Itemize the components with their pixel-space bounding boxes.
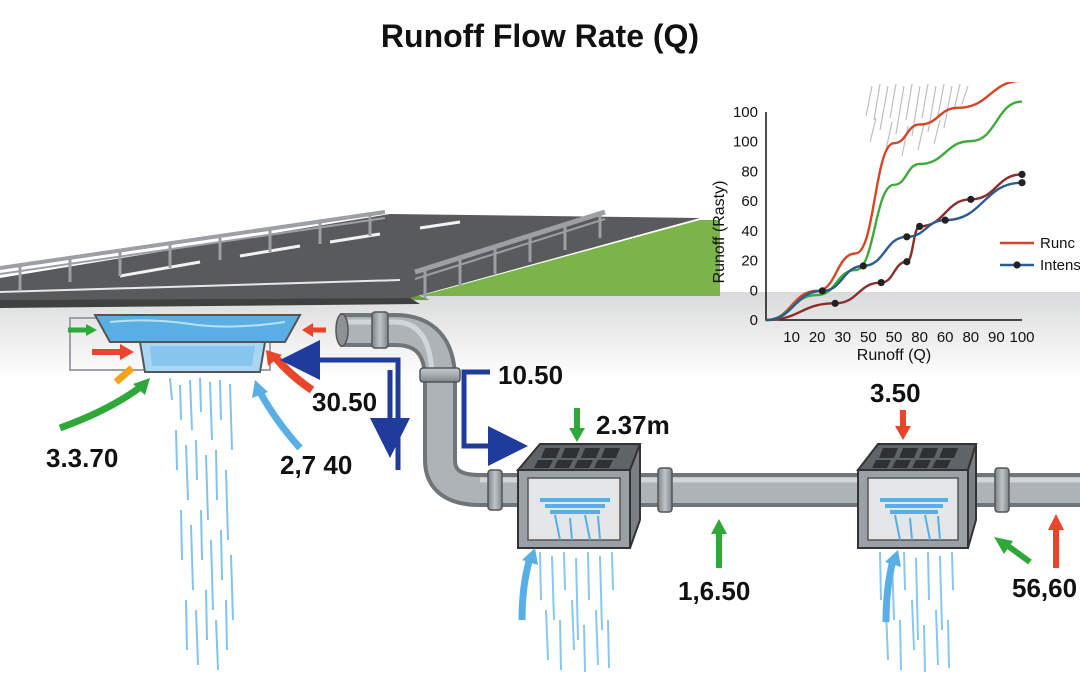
label-inlet-right-upper: 30.50 [312, 387, 378, 417]
chart-data-point [903, 258, 911, 266]
inlet-discharge-water [169, 377, 234, 671]
chart-y-tick-label: 60 [741, 193, 758, 210]
chart-data-point [916, 222, 924, 230]
roadside-inlet [69, 314, 302, 373]
chart-y-tick-label: 20 [741, 253, 758, 270]
chart-data-point [1018, 179, 1026, 187]
catch-basin-1 [515, 443, 642, 549]
chart-x-tick-label: 30 [834, 329, 851, 346]
chart-x-tick-label: 80 [962, 329, 979, 346]
diagram-title: Runoff Flow Rate (Q) [380, 18, 700, 54]
chart-data-point [877, 278, 885, 287]
chart-x-tick-label: 50 [860, 329, 877, 346]
chart-series-points [818, 170, 1026, 307]
chart-series-lines [765, 82, 1023, 322]
chart-y-ticks: 0 0 20 40 60 80 100 100 [733, 104, 758, 329]
chart-series-line-3 [765, 181, 1023, 322]
guardrail-right [414, 209, 606, 298]
basin-1-discharge-water [539, 551, 614, 673]
flow-arrows-secondary [518, 408, 1064, 623]
chart-x-tick-label: 80 [911, 329, 928, 346]
chart-series-line-1 [765, 100, 1023, 322]
label-chamber2-right: 56,60 [1012, 573, 1078, 603]
chart-data-point [818, 287, 826, 295]
label-chamber2-top: 3.50 [870, 378, 921, 408]
chart-x-tick-label: 90 [988, 329, 1005, 346]
chart-data-point [859, 262, 867, 270]
chart-y-tick-label: 80 [741, 163, 758, 180]
chart-x-tick-label: 20 [809, 329, 826, 346]
label-pipe-drop: 10.50 [498, 360, 564, 390]
guardrail-left [0, 210, 386, 290]
chart-y-axis-label: Runoff (Rasty) [711, 181, 728, 284]
chart-y-tick-label: 100 [733, 134, 758, 151]
chart-legend-label: Runc [1040, 235, 1076, 252]
chart-legend-marker [1013, 261, 1021, 269]
chart-data-point [941, 216, 949, 224]
chart-data-point [831, 299, 839, 307]
label-inlet-left: 3.3.70 [46, 443, 119, 473]
chart-data-point [903, 233, 911, 241]
chart-x-axis-label: Runoff (Q) [857, 347, 931, 364]
chart-y-tick-label: 40 [741, 223, 758, 240]
catch-basin-2 [855, 443, 978, 549]
chart-y-tick-label: 100 [733, 104, 758, 121]
label-inlet-right-lower: 2,7 40 [280, 450, 353, 480]
chart-data-point [967, 195, 975, 203]
chart-y-tick-label: 0 [750, 312, 758, 329]
chart-x-tick-label: 100 [1009, 329, 1034, 346]
chart-x-tick-label: 60 [937, 329, 954, 346]
label-pipe-mid: 1,6.50 [678, 576, 751, 606]
rain-streaks [865, 83, 969, 157]
label-chamber1-top: 2.37m [596, 410, 670, 440]
chart-x-tick-label: 50 [886, 329, 903, 346]
chart-y-tick-label: 0 [750, 282, 758, 299]
chart-legend-label: Intens [1040, 257, 1080, 274]
flow-arrows-blue [280, 340, 528, 470]
basin-2-discharge-water [879, 551, 954, 673]
chart-x-tick-label: 10 [783, 329, 800, 346]
chart-data-point [1018, 170, 1026, 178]
